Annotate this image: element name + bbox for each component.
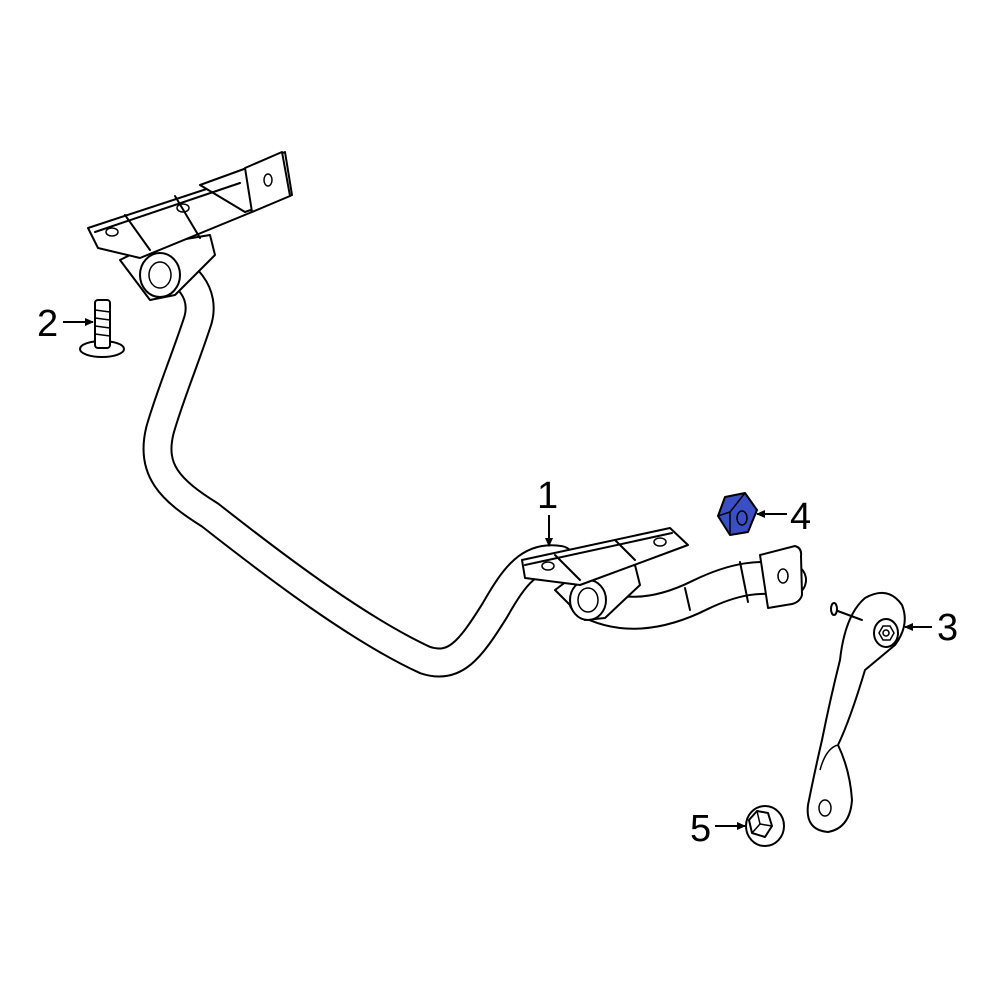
callout-number-4: 4 (790, 496, 811, 538)
callout-1: 1 (537, 475, 558, 547)
flange-nut[interactable] (745, 805, 785, 847)
bar-end-plate (759, 545, 803, 609)
callout-4: 4 (756, 496, 811, 538)
nut[interactable] (717, 492, 758, 536)
callout-number-1: 1 (537, 475, 558, 517)
callout-number-5: 5 (690, 808, 711, 850)
bolt[interactable] (79, 299, 125, 358)
left-bushing-bracket (87, 151, 293, 301)
stabilizer-link[interactable] (806, 591, 906, 833)
callout-5: 5 (690, 808, 746, 850)
stabilizer-bar-fill (137, 247, 573, 676)
callout-3: 3 (904, 607, 958, 649)
stabilizer-bar[interactable] (87, 151, 807, 678)
right-bushing-bracket (521, 527, 689, 621)
stabilizer-bar-end-fill (570, 562, 805, 628)
callout-number-2: 2 (37, 303, 58, 345)
callout-2: 2 (37, 303, 94, 345)
callout-number-3: 3 (937, 607, 958, 649)
